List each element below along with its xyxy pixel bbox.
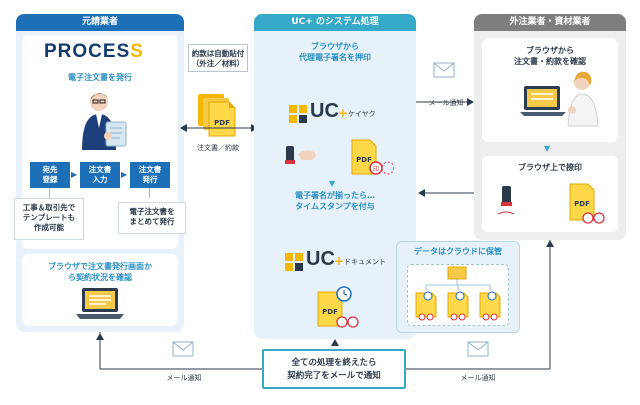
arrow-icon: ▶ [71, 170, 78, 179]
step-3-line2: 発行 [142, 175, 158, 184]
browser-check-line1: ブラウザで注文書発行画面か [48, 262, 152, 271]
browser-check-line2: ら契約状況を確認 [68, 273, 132, 282]
sign-line1: ブラウザから [311, 42, 359, 51]
pdf-label: PDF [322, 308, 338, 316]
prime-column-title: 元請業者 [16, 14, 184, 31]
pdf-label: PDF [574, 200, 590, 208]
timestamp-text: 電子署名が揃ったら… タイムスタンプを付与 [254, 190, 416, 212]
envelope-icon [467, 341, 489, 361]
pdf-stack-icon: PDF [196, 92, 240, 142]
step-issue-order: 注文書 発行 [130, 162, 170, 188]
uc-logo-text: UC [310, 100, 339, 122]
step-2-line1: 注文書 [88, 165, 112, 174]
mail-notice-top: メール通知 [428, 99, 464, 107]
sub-column-title: 外注業者・資材業者 [474, 14, 626, 31]
connector-line [49, 188, 50, 198]
seal-label: 印 [373, 166, 379, 173]
woman-laptop-illustration [520, 70, 602, 132]
system-column-title: UC+ のシステム処理 [254, 14, 416, 31]
template-note-line3: 作成可能 [34, 223, 64, 232]
arrow-sub-to-system [418, 183, 474, 202]
process-logo-text: PROCES [44, 41, 131, 62]
auto-attach-line2: （外注／材料） [191, 59, 245, 68]
arrow-system-to-sub [416, 92, 474, 111]
step-register-recipient: 宛先 登録 [30, 162, 70, 188]
envelope-icon [172, 341, 194, 361]
sign-line2: 代理電子署名を押印 [299, 53, 371, 62]
auto-attach-note: 約款は自動貼付 （外注／材料） [188, 44, 248, 72]
sub-confirm-text: ブラウザから 注文書・約款を確認 [482, 45, 618, 67]
completion-notice-box: 全ての処理を終えたら 契約完了をメールで通知 [262, 349, 406, 389]
browser-stamp-illustration: PDF [496, 180, 606, 232]
pdf-label: PDF [356, 156, 372, 164]
uc-plus-icon: + [334, 254, 345, 268]
pdf-label: PDF [214, 119, 230, 127]
cloud-storage-title: データはクラウドに保管 [414, 247, 502, 256]
down-arrow-icon: ▼ [544, 144, 551, 153]
sub-confirm-line1: ブラウザから [526, 46, 574, 55]
system-column: UC+ のシステム処理 ブラウザから 代理電子署名を押印 UC + ケイヤク [254, 14, 416, 339]
cloud-storage-box: データはクラウドに保管 [396, 241, 520, 333]
stamp-icon [280, 142, 320, 176]
step-input-order: 注文書 入力 [80, 162, 120, 188]
prime-contractor-column: 元請業者 PROCESS 電子注文書を発行 宛先 登録 [14, 14, 186, 332]
uc-doc-sub-text: ドキュメント [344, 258, 386, 266]
uc-doc-logo-text: UC [306, 248, 335, 270]
office-worker-illustration [72, 88, 136, 158]
signed-pdf-icon: PDF 印 [350, 138, 395, 182]
docs-label: 注文書／約款 [197, 144, 239, 152]
envelope-icon [433, 62, 455, 82]
mail-notice-bottom-right: メール通知 [460, 374, 496, 382]
template-note: 工事＆取引先で テンプレートも 作成可能 [14, 198, 84, 240]
browser-check-text: ブラウザで注文書発行画面か ら契約状況を確認 [22, 261, 178, 283]
step-1-line2: 登録 [42, 175, 58, 184]
bulk-note-line1: 電子注文書を [129, 207, 175, 216]
mail-notice-bottom-left: メール通知 [166, 374, 202, 382]
subcontractor-column: 外注業者・資材業者 ブラウザから 注文書・約款を確認 ▼ ブラウザ上で捺印 [474, 14, 626, 240]
laptop-icon [76, 286, 124, 326]
connector-line [149, 188, 150, 198]
sub-stamp-text: ブラウザ上で捺印 [518, 163, 582, 172]
issue-title: 電子注文書を発行 [68, 73, 132, 82]
step-2-line2: 入力 [92, 175, 108, 184]
timestamped-pdf-icon: PDF [314, 286, 362, 334]
bulk-issue-note: 電子注文書を まとめて発行 [118, 202, 186, 234]
template-note-line1: 工事＆取引先で [22, 203, 76, 212]
auto-attach-line1: 約款は自動貼付 [191, 49, 245, 58]
process-logo-mark: S [130, 41, 144, 62]
timestamp-line1: 電子署名が揃ったら… [295, 191, 375, 200]
timestamp-line2: タイムスタンプを付与 [295, 202, 375, 211]
arrow-icon: ▶ [121, 170, 128, 179]
completion-line2: 契約完了をメールで通知 [287, 371, 381, 381]
uc-sub-text: ケイヤク [348, 110, 376, 118]
completion-line1: 全ての処理を終えたら [291, 358, 377, 368]
process-logo: PROCESS [44, 42, 144, 62]
bulk-note-line2: まとめて発行 [129, 217, 175, 226]
cloud-storage-area [407, 264, 509, 326]
sub-confirm-line2: 注文書・約款を確認 [514, 57, 586, 66]
step-1-line1: 宛先 [42, 165, 58, 174]
step-3-line1: 注文書 [138, 165, 162, 174]
uc-plus-icon: + [338, 106, 349, 120]
template-note-line2: テンプレートも [22, 213, 76, 222]
down-arrow-icon: ▼ [329, 179, 336, 188]
sign-text: ブラウザから 代理電子署名を押印 [254, 41, 416, 63]
